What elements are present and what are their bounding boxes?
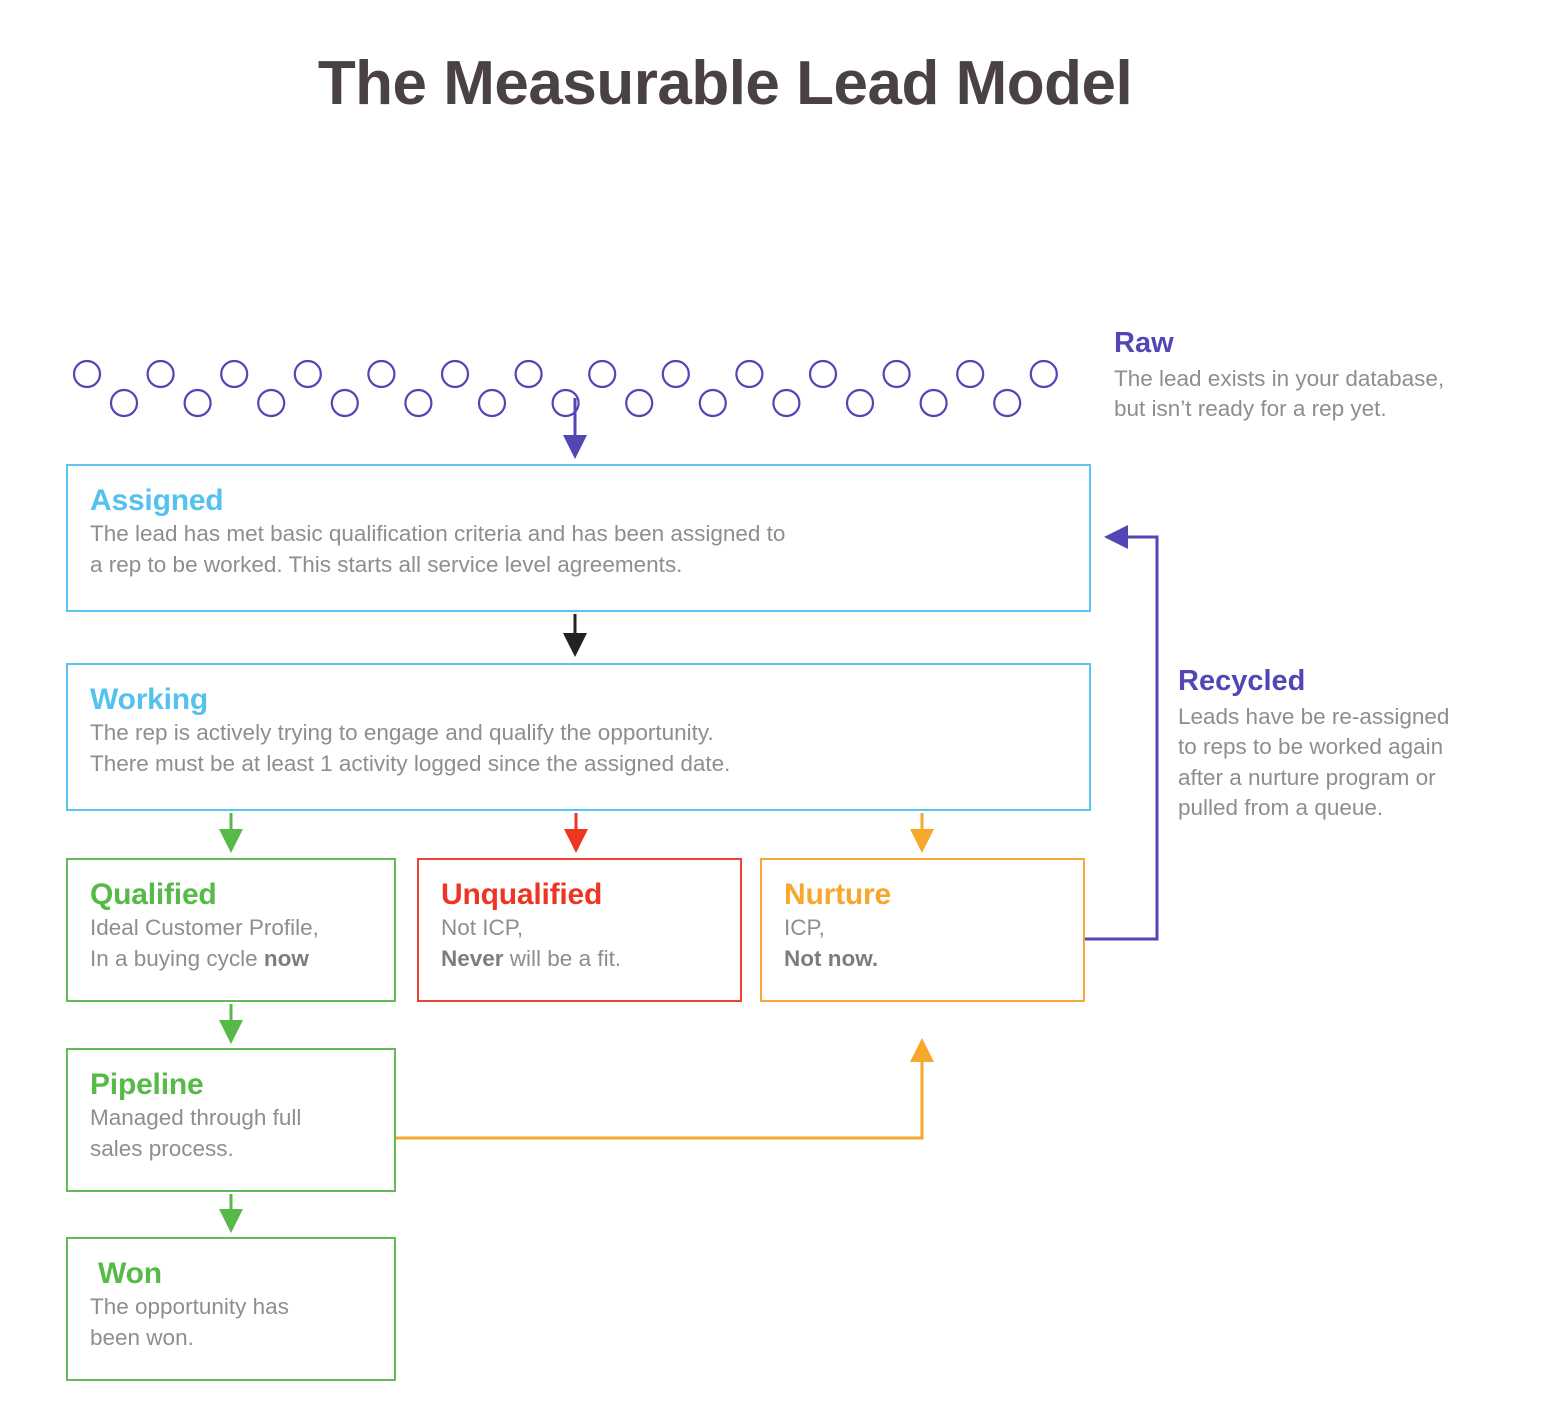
stage-title-nurture: Nurture — [784, 878, 891, 911]
raw-label: Raw — [1114, 327, 1174, 359]
raw-lead-circle — [698, 388, 727, 418]
recycled-desc-line-2: to reps to be worked again — [1178, 734, 1444, 760]
stage-box-won[interactable]: Won The opportunity has been won. — [66, 1237, 396, 1381]
raw-description: The lead exists in your database, but is… — [1114, 364, 1534, 425]
stage-title-assigned: Assigned — [90, 484, 224, 517]
connector-pipeline-to-nurture — [396, 1038, 934, 1140]
unqualified-desc-line-2-post: will be a fit. — [503, 946, 622, 972]
raw-lead-circle — [183, 388, 212, 418]
stage-title-pipeline: Pipeline — [90, 1068, 204, 1101]
raw-lead-circle — [661, 359, 690, 389]
unqualified-desc-line-2-emphasis: Never — [441, 946, 504, 972]
won-desc-line-1: The opportunity has — [90, 1294, 289, 1319]
stage-box-qualified[interactable]: Qualified Ideal Customer Profile, In a b… — [66, 858, 396, 1002]
recycled-desc-line-3: after a nurture program or — [1178, 764, 1436, 790]
raw-lead-circle — [404, 388, 433, 418]
recycled-label: Recycled — [1178, 665, 1306, 697]
recycled-description: Leads have be re-assigned to reps to be … — [1178, 702, 1523, 824]
raw-lead-circle — [367, 359, 396, 389]
stage-box-nurture[interactable]: Nurture ICP, Not now. — [760, 858, 1085, 1002]
stage-desc-nurture: ICP, Not now. — [784, 912, 1083, 974]
stage-desc-unqualified: Not ICP, Never will be a fit. — [441, 912, 740, 974]
raw-lead-circle — [808, 359, 838, 389]
raw-desc-line-2: but isn’t ready for a rep yet. — [1114, 396, 1387, 422]
assigned-desc-line-2: a rep to be worked. This starts all serv… — [90, 552, 683, 578]
raw-lead-circle — [109, 388, 139, 418]
stage-box-working[interactable]: Working The rep is actively trying to en… — [66, 663, 1091, 811]
stage-box-pipeline[interactable]: Pipeline Managed through full sales proc… — [66, 1048, 396, 1192]
stage-title-unqualified: Unqualified — [441, 878, 603, 911]
raw-lead-circle — [440, 359, 470, 389]
nurture-desc-line-1: ICP, — [784, 915, 825, 940]
raw-lead-circle — [330, 388, 359, 418]
stage-desc-assigned: The lead has met basic qualification cri… — [90, 518, 1089, 580]
raw-lead-circle — [514, 359, 543, 389]
won-desc-line-2: been won. — [90, 1325, 194, 1351]
raw-lead-circle — [625, 388, 654, 418]
working-desc-line-2: There must be at least 1 activity logged… — [90, 751, 731, 777]
stage-box-assigned[interactable]: Assigned The lead has met basic qualific… — [66, 464, 1091, 612]
raw-annotation: Raw The lead exists in your database, bu… — [1114, 327, 1534, 425]
stage-desc-pipeline: Managed through full sales process. — [90, 1102, 394, 1164]
pipeline-desc-line-1: Managed through full — [90, 1105, 302, 1130]
raw-lead-circle — [477, 388, 507, 418]
raw-lead-circle — [919, 388, 948, 418]
pipeline-desc-line-2: sales process. — [90, 1136, 234, 1162]
raw-lead-circle — [146, 359, 175, 389]
raw-lead-circle — [735, 359, 764, 389]
nurture-desc-line-2-emphasis: Not now. — [784, 946, 879, 972]
qualified-desc-line-1: Ideal Customer Profile, — [90, 915, 319, 940]
raw-lead-circle — [882, 359, 911, 389]
unqualified-desc-line-1: Not ICP, — [441, 915, 524, 940]
raw-lead-circle — [72, 359, 102, 389]
raw-lead-circle — [551, 388, 580, 418]
page-title: The Measurable Lead Model — [317, 49, 1133, 118]
assigned-desc-line-1: The lead has met basic qualification cri… — [90, 521, 786, 546]
raw-lead-circle — [257, 388, 286, 418]
raw-lead-circle — [772, 388, 801, 418]
raw-lead-circle — [293, 359, 322, 389]
qualified-desc-line-2-emphasis: now — [263, 946, 309, 972]
stage-title-working: Working — [90, 683, 209, 716]
recycled-desc-line-4: pulled from a queue. — [1178, 795, 1384, 821]
stage-title-won: Won — [98, 1257, 162, 1290]
stage-desc-working: The rep is actively trying to engage and… — [90, 717, 1089, 779]
stage-title-qualified: Qualified — [90, 878, 217, 911]
raw-lead-circle — [220, 359, 249, 389]
recycled-desc-line-1: Leads have be re-assigned — [1178, 704, 1450, 729]
raw-lead-circle — [845, 388, 875, 418]
raw-lead-circles — [72, 359, 1058, 418]
working-desc-line-1: The rep is actively trying to engage and… — [90, 720, 714, 745]
raw-lead-circle — [993, 388, 1022, 418]
stage-desc-qualified: Ideal Customer Profile, In a buying cycl… — [90, 912, 394, 974]
connector-nurture-to-assigned-recycled — [1085, 525, 1159, 941]
raw-desc-line-1: The lead exists in your database, — [1114, 366, 1445, 391]
raw-lead-circle — [956, 359, 985, 389]
qualified-desc-line-2-pre: In a buying cycle — [90, 946, 264, 972]
stage-desc-won: The opportunity has been won. — [90, 1291, 394, 1353]
raw-lead-circle — [588, 359, 617, 389]
recycled-annotation: Recycled Leads have be re-assigned to re… — [1178, 665, 1523, 824]
stage-box-unqualified[interactable]: Unqualified Not ICP, Never will be a fit… — [417, 858, 742, 1002]
raw-lead-circle — [1029, 359, 1058, 389]
